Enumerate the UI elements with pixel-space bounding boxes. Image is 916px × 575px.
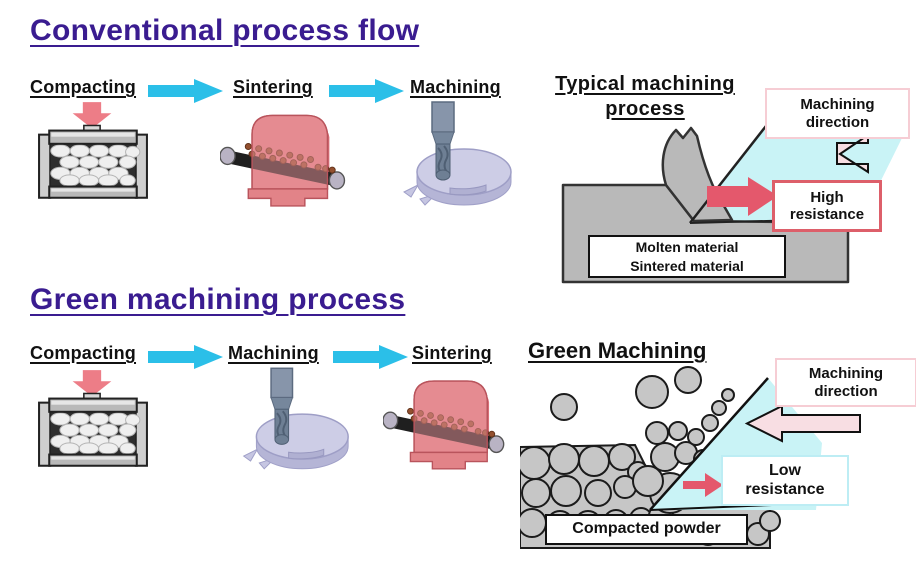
sintering-furnace-icon — [383, 380, 505, 470]
machining-direction-arrow-icon — [744, 404, 861, 443]
step-label-sintering: Sintering — [233, 77, 313, 97]
machining-direction-callout: Machining direction — [765, 88, 910, 139]
powder-particles — [50, 144, 141, 187]
flow-arrow-icon — [329, 79, 404, 103]
machining-direction-callout: Machining direction — [775, 358, 916, 407]
step-label-machining: Machining — [228, 343, 319, 363]
workpiece-disc — [416, 148, 512, 196]
belt-roller — [383, 411, 399, 430]
material-label-box: Molten material Sintered material — [588, 235, 786, 278]
press-down-arrow-icon — [72, 370, 112, 397]
step-label-compacting: Compacting — [30, 77, 137, 97]
high-resistance-arrow-icon — [707, 177, 778, 216]
compacting-press-icon — [38, 102, 148, 199]
material-label-box: Compacted powder — [545, 514, 748, 545]
flow-arrow-icon — [333, 345, 408, 369]
machining-direction-arrow-icon — [836, 133, 869, 174]
sintering-furnace-icon — [220, 114, 346, 207]
green-section-title: Green machining process — [30, 283, 406, 316]
flow-arrow-icon — [148, 79, 223, 103]
typical-diagram-title: Typical machining process — [555, 73, 735, 120]
step-label-compacting: Compacting — [30, 343, 137, 363]
low-resistance-arrow-icon — [683, 473, 723, 497]
end-mill — [270, 367, 294, 445]
press-down-arrow-icon — [72, 102, 112, 129]
high-resistance-callout: High resistance — [772, 180, 882, 232]
machining-tool-icon — [403, 101, 512, 206]
belt-roller — [220, 146, 236, 166]
compacting-press-icon — [38, 370, 148, 467]
green-diagram-title: Green Machining — [528, 338, 707, 363]
machining-tool-icon — [242, 367, 349, 470]
belt-roller — [328, 171, 346, 190]
step-label-machining: Machining — [410, 77, 501, 97]
step-label-sintering: Sintering — [412, 343, 492, 363]
workpiece-disc — [255, 413, 349, 460]
end-mill — [431, 101, 455, 181]
flow-arrow-icon — [148, 345, 223, 369]
conventional-section-title: Conventional process flow — [30, 14, 420, 47]
low-resistance-callout: Low resistance — [721, 455, 849, 506]
powder-particles — [50, 412, 141, 455]
belt-roller — [488, 435, 505, 454]
